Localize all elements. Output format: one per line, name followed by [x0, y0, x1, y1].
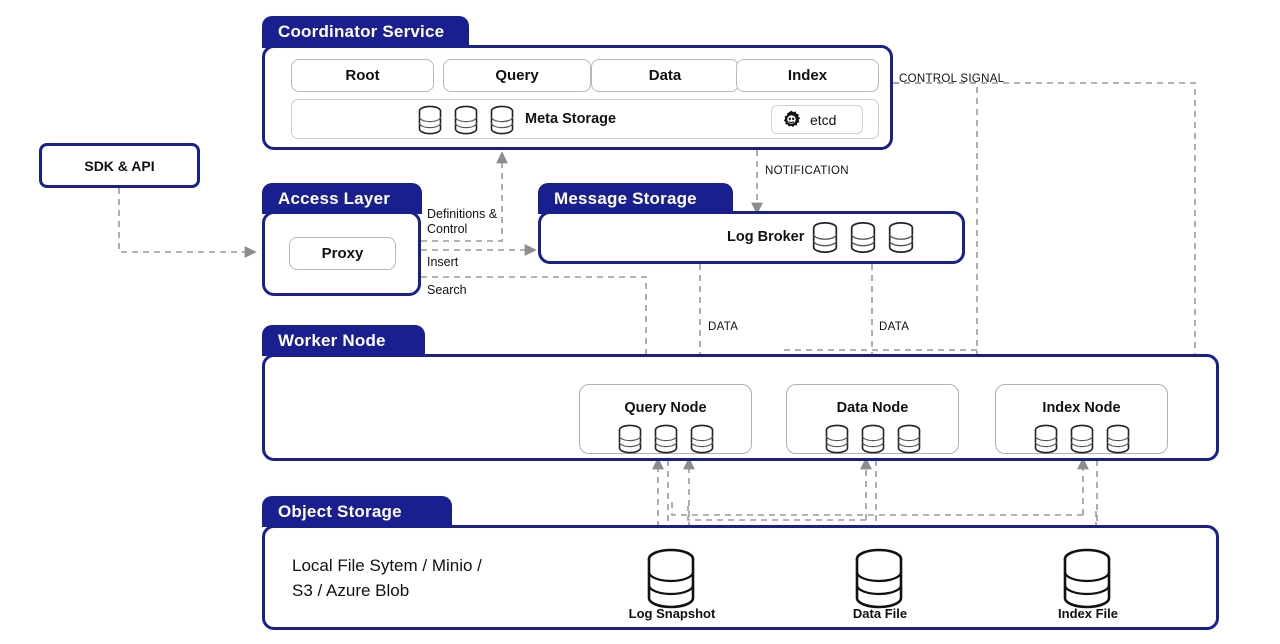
etcd-badge-label: etcd	[810, 111, 837, 128]
coordinator-service-root-label: Root	[345, 67, 380, 84]
search-label: Search	[427, 283, 467, 297]
access-layer-tab: Access Layer	[262, 183, 422, 214]
database-cylinder-icon	[1034, 424, 1057, 454]
log-snapshot-label: Log Snapshot	[628, 606, 716, 621]
data-label-datanode: DATA	[879, 321, 910, 333]
coordinator-service-data-label: Data	[648, 67, 682, 84]
etcd-gear-icon	[783, 110, 801, 127]
proxy-box[interactable]: Proxy	[289, 237, 396, 270]
database-cylinder-icon	[647, 548, 695, 609]
rail-data-to-left	[687, 506, 866, 521]
insert-label: Insert	[427, 255, 459, 269]
coordinator-service-index-label: Index	[787, 67, 828, 84]
data-file-label: Data File	[852, 606, 908, 621]
coordinator-service-tab: Coordinator Service	[262, 16, 469, 48]
index-file-cylinder	[1059, 548, 1115, 615]
worker-node-tab-label: Worker Node	[278, 331, 386, 350]
message-storage-panel: Log Broker	[538, 211, 965, 264]
database-cylinder-icon	[825, 424, 848, 454]
database-cylinder-icon	[861, 424, 884, 454]
database-cylinder-icon	[1070, 424, 1093, 454]
database-cylinder-icon	[618, 424, 641, 454]
meta-storage-label: Meta Storage	[525, 111, 617, 127]
coordinator-service-query-label: Query	[495, 67, 539, 84]
coordinator-service-tab-label: Coordinator Service	[278, 22, 445, 41]
database-cylinder-icon	[888, 221, 914, 253]
data-label-query: DATA	[708, 321, 739, 333]
worker-node-panel: Query Node	[262, 354, 1219, 461]
object-storage-description: Local File Sytem / Minio / S3 / Azure Bl…	[292, 556, 482, 600]
access-layer-panel: Proxy	[262, 211, 421, 296]
index-file-label: Index File	[1058, 606, 1118, 621]
object-storage-tab-label: Object Storage	[278, 502, 402, 521]
log-broker-cylinders	[811, 221, 915, 254]
database-cylinder-icon	[850, 221, 876, 253]
data-node-label: Data Node	[836, 400, 909, 416]
data-file-cylinder	[851, 548, 907, 615]
message-storage-tab-label: Message Storage	[554, 189, 697, 208]
database-cylinder-icon	[855, 548, 903, 609]
object-storage-panel: Local File Sytem / Minio / S3 / Azure Bl…	[262, 525, 1219, 630]
log-snapshot-cylinder	[643, 548, 699, 615]
object-storage-tab: Object Storage	[262, 496, 452, 527]
coordinator-service-query[interactable]: Query	[443, 59, 591, 92]
database-cylinder-icon	[654, 424, 677, 454]
edge-sdk-to-access	[118, 188, 257, 258]
coordinator-service-panel: Root Query Data Index	[262, 45, 893, 150]
data-node-box[interactable]: Data Node	[786, 384, 959, 454]
query-node-cylinders	[617, 424, 715, 454]
index-node-cylinders	[1033, 424, 1131, 454]
etcd-badge[interactable]: etcd	[771, 105, 863, 134]
database-cylinder-icon	[1106, 424, 1129, 454]
database-cylinder-icon	[897, 424, 920, 454]
coordinator-service-root[interactable]: Root	[291, 59, 434, 92]
definitions-control-label: Definitions & Control	[427, 207, 498, 237]
database-cylinder-icon	[1063, 548, 1111, 609]
query-node-box[interactable]: Query Node	[579, 384, 752, 454]
query-node-label: Query Node	[624, 400, 707, 416]
coordinator-service-index[interactable]: Index	[736, 59, 879, 92]
notification-label: NOTIFICATION	[765, 165, 849, 177]
data-node-cylinders	[824, 424, 922, 454]
control-signal-label: CONTROL SIGNAL	[899, 73, 1005, 85]
database-cylinder-icon	[418, 105, 442, 135]
rail-index-left	[671, 500, 1083, 516]
proxy-label: Proxy	[321, 245, 364, 262]
worker-node-tab: Worker Node	[262, 325, 425, 356]
index-node-label: Index Node	[1042, 400, 1121, 416]
sdk-api-label: SDK & API	[84, 157, 155, 174]
meta-storage-cylinders	[417, 105, 515, 135]
log-broker-label: Log Broker	[727, 229, 805, 245]
message-storage-tab: Message Storage	[538, 183, 733, 214]
database-cylinder-icon	[690, 424, 713, 454]
database-cylinder-icon	[490, 105, 514, 135]
database-cylinder-icon	[812, 221, 838, 253]
sdk-api-box[interactable]: SDK & API	[39, 143, 200, 188]
access-layer-tab-label: Access Layer	[278, 189, 391, 208]
meta-storage-strip: Meta Storage etcd	[291, 99, 879, 139]
coordinator-service-data[interactable]: Data	[591, 59, 739, 92]
index-node-box[interactable]: Index Node	[995, 384, 1168, 454]
database-cylinder-icon	[454, 105, 478, 135]
